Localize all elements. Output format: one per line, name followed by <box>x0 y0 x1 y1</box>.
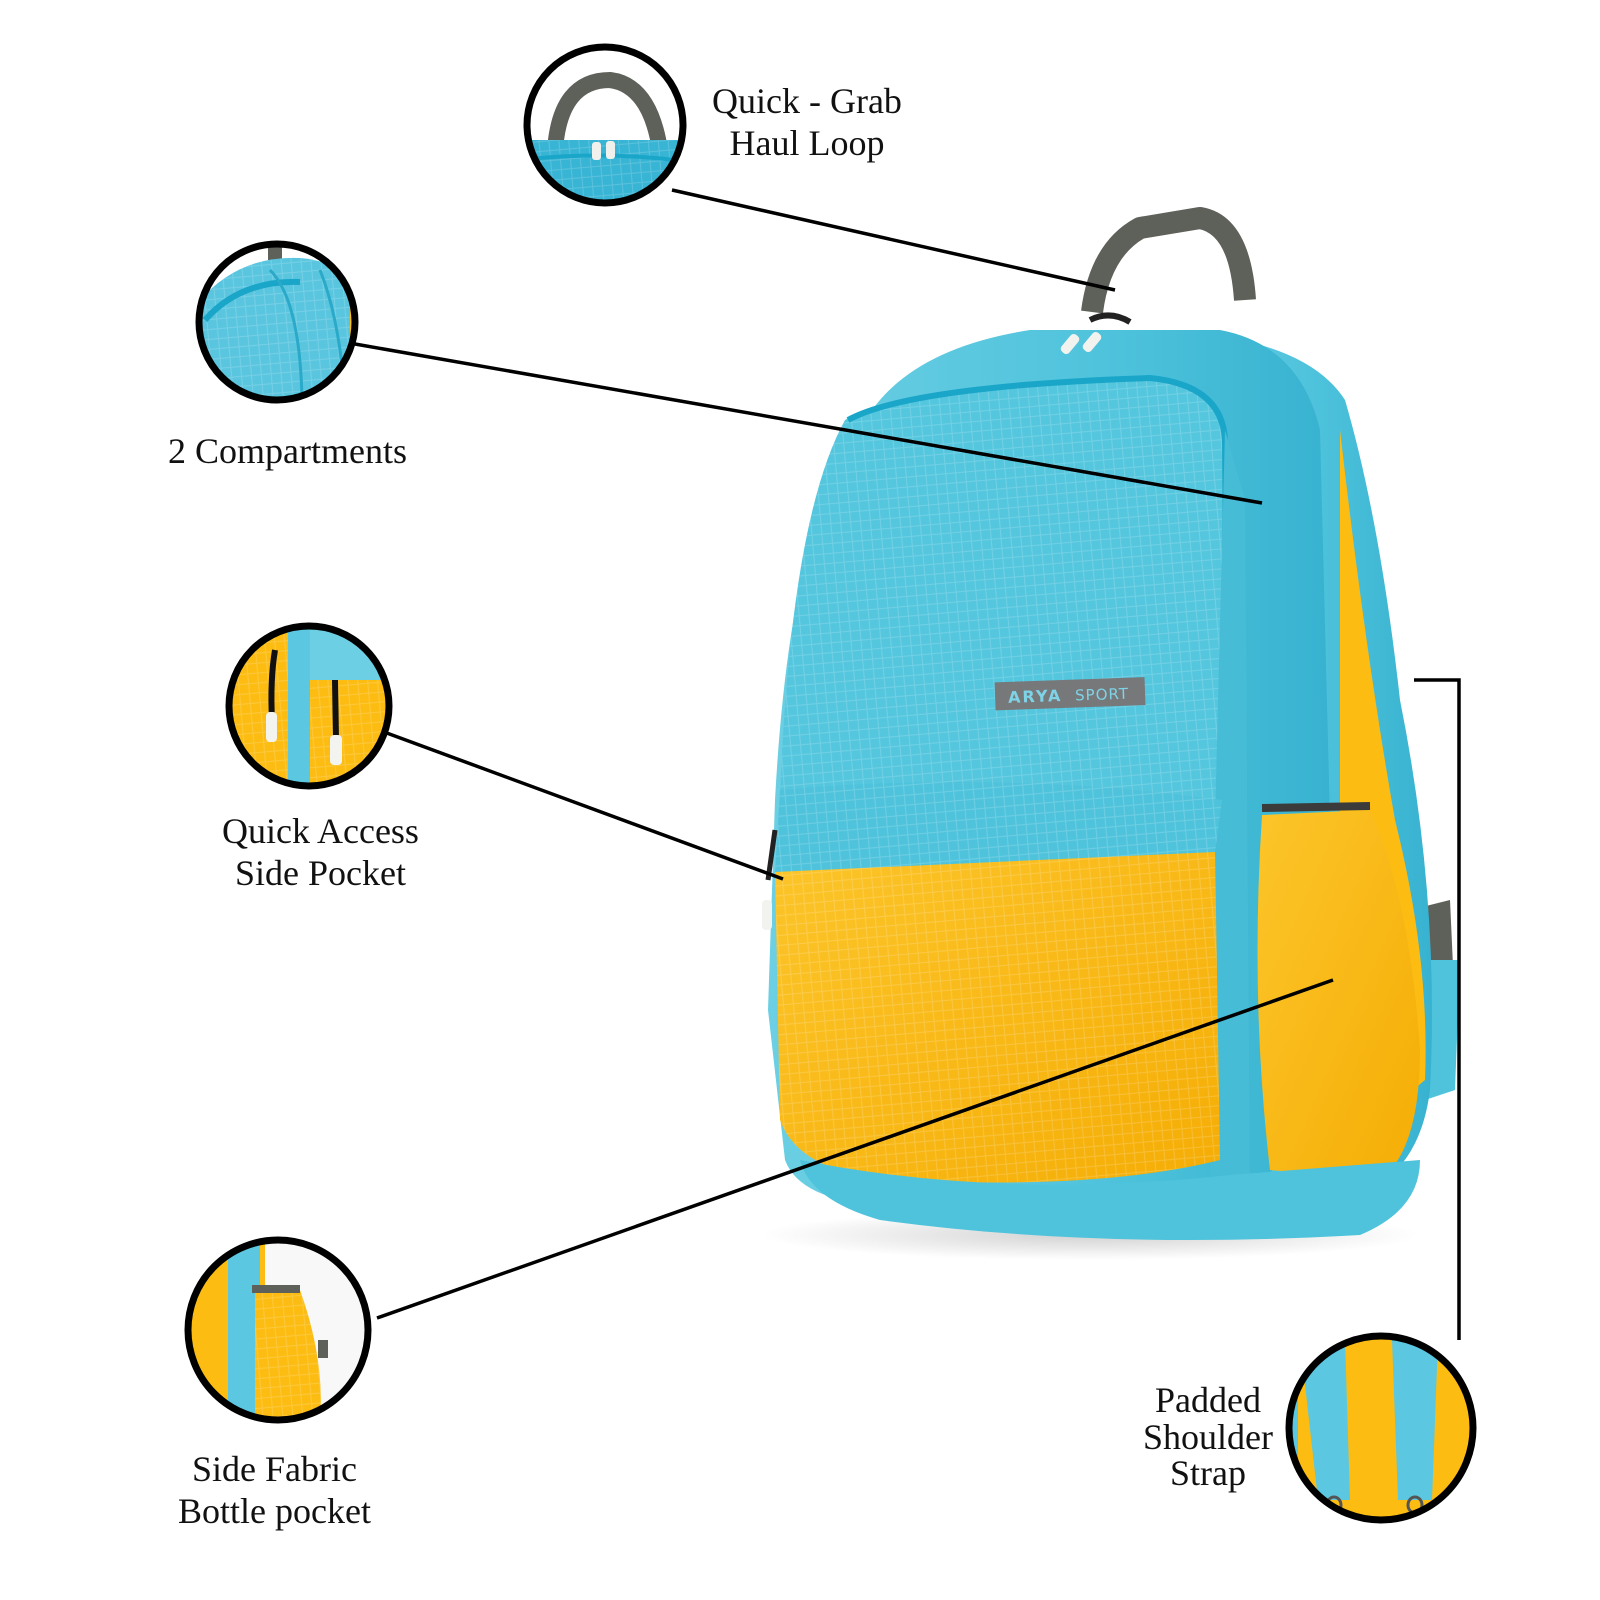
leader-lines <box>354 188 1461 1340</box>
side-pocket-detail-icon <box>225 622 393 790</box>
leader-line-compartments <box>354 342 1263 505</box>
compartments-detail-icon <box>195 240 359 404</box>
label-haul-loop: Quick - Grab Haul Loop <box>712 80 902 164</box>
backpack-illustration: ARYA SPORT <box>760 207 1460 1260</box>
label-compartments: 2 Compartments <box>168 430 407 472</box>
label-line: 2 Compartments <box>168 431 407 471</box>
label-line: Padded <box>1155 1380 1261 1420</box>
label-shoulder-strap: Padded Shoulder Strap <box>1143 1382 1273 1492</box>
shoulder-strap-detail-icon <box>1285 1332 1477 1524</box>
leader-line-shoulder-strap <box>1414 678 1461 1340</box>
label-bottle-pocket: Side Fabric Bottle pocket <box>178 1448 371 1532</box>
logo-text-arya: ARYA <box>1008 686 1063 707</box>
label-side-pocket: Quick Access Side Pocket <box>222 810 419 894</box>
leader-line-haul-loop <box>671 188 1116 292</box>
label-line: Bottle pocket <box>178 1491 371 1532</box>
label-line: Quick - Grab <box>712 81 902 121</box>
leader-line-bottle-pocket <box>376 978 1334 1320</box>
bottle-pocket-detail-icon <box>184 1236 372 1424</box>
haul-loop-detail-icon <box>523 43 687 207</box>
label-line: Strap <box>1170 1453 1246 1494</box>
brand-logo-patch: ARYA SPORT <box>994 677 1146 711</box>
label-line: Shoulder <box>1143 1416 1273 1457</box>
label-line: Haul Loop <box>729 123 885 164</box>
label-line: Quick Access <box>222 811 419 851</box>
label-line: Side Pocket <box>234 853 406 894</box>
label-line: Side Fabric <box>191 1449 357 1489</box>
logo-text-sport: SPORT <box>1075 685 1129 705</box>
leader-line-side-pocket <box>383 730 784 881</box>
